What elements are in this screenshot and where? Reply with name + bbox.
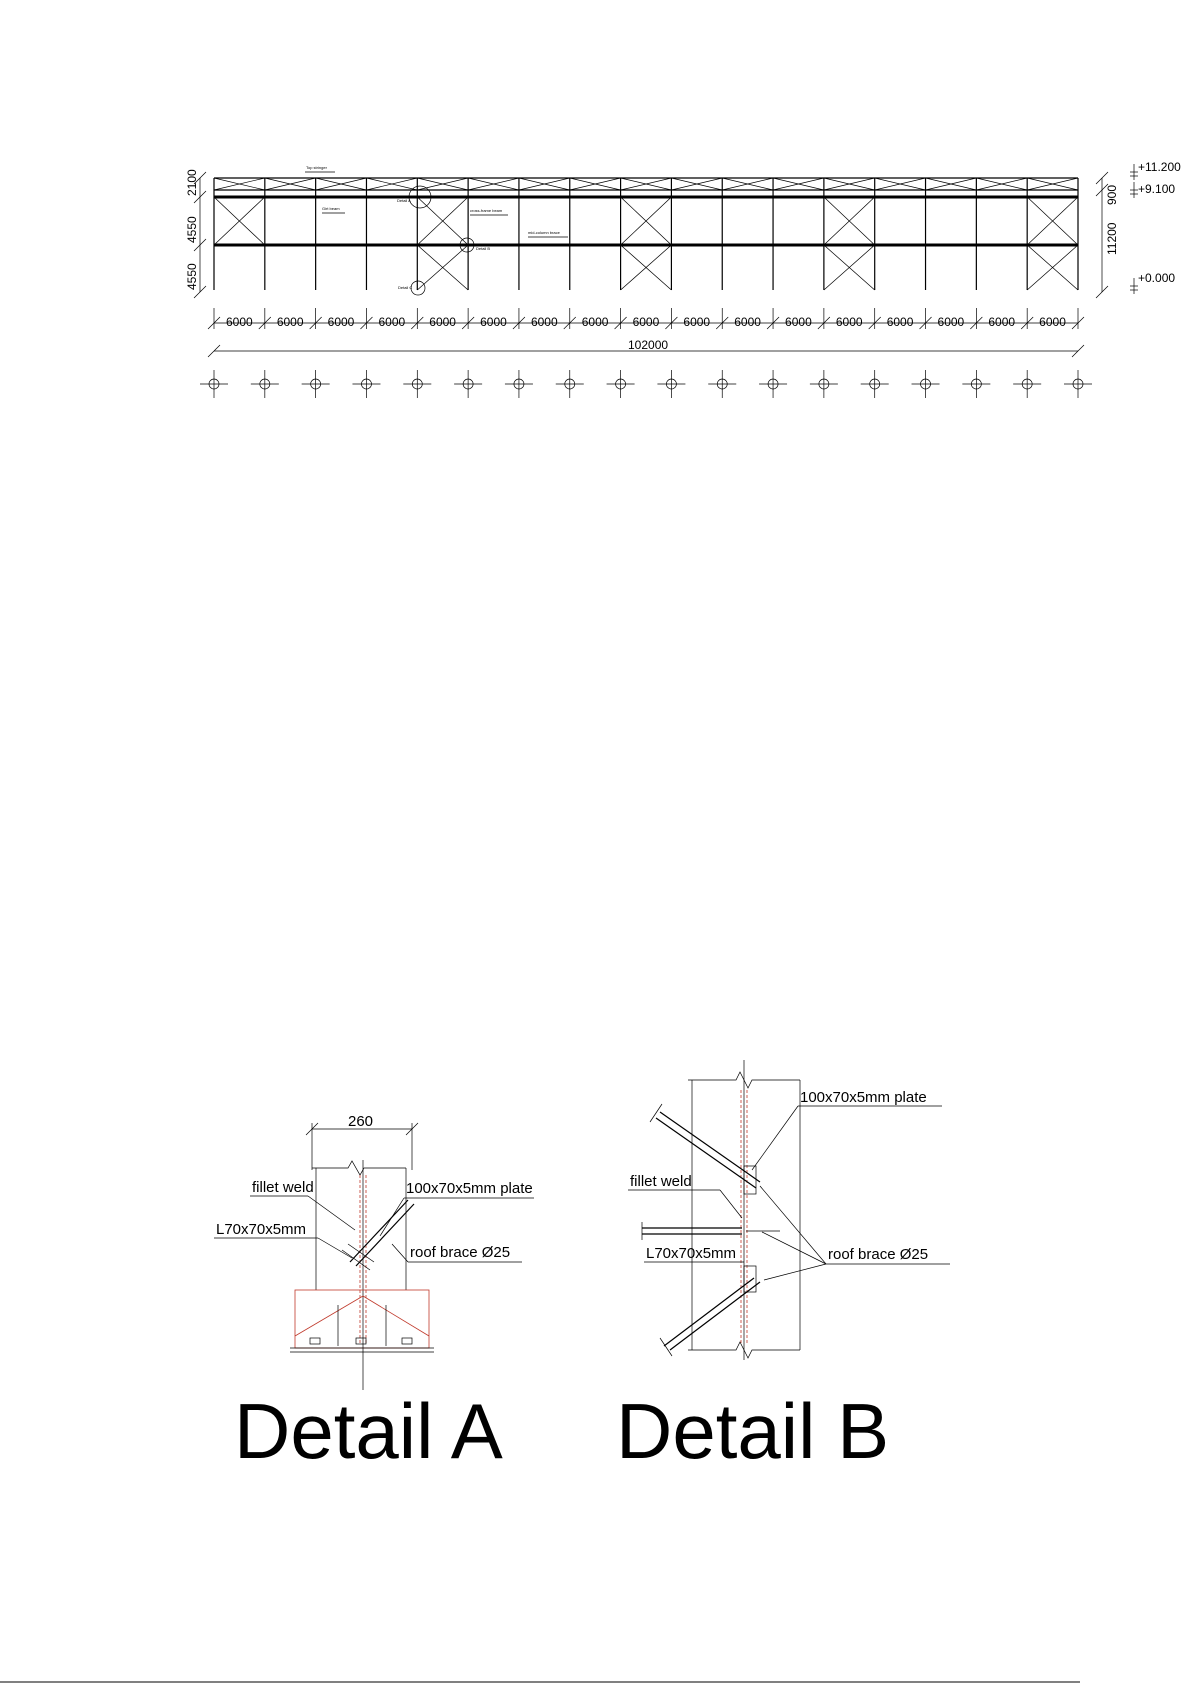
top-cross-brace — [772, 177, 824, 191]
grid-bubble — [767, 378, 779, 390]
bay-dim-label: 6000 — [429, 315, 456, 329]
detail-b-angle: L70x70x5mm — [646, 1245, 736, 1262]
elevation-annotations: Top stringer Girt beam cross-frame beam … — [305, 165, 568, 296]
bay-dim-label: 6000 — [633, 315, 660, 329]
dim-left-4550-a: 4550 — [185, 216, 199, 243]
detail-b-fillet-weld: fillet weld — [630, 1173, 692, 1190]
grid-bubble — [869, 378, 881, 390]
grid-bubble — [716, 378, 728, 390]
bay-dim-label: 6000 — [277, 315, 304, 329]
right-dimensions: 900 11200 +11.200 +9.100 +0.000 — [1095, 160, 1181, 299]
note-top-stringer: Top stringer — [306, 165, 328, 170]
bay-dimensions: 6000 6000 6000 6000 6000 6000 6000 6000 6000 6000… — [207, 308, 1085, 358]
detail-a-angle: L70x70x5mm — [216, 1221, 306, 1238]
detail-a-title: Detail A — [234, 1387, 503, 1475]
cross-brace — [1026, 244, 1079, 291]
level-11200: +11.200 — [1138, 160, 1181, 174]
grid-bubble — [971, 378, 982, 390]
detail-c-callout: Detail C — [398, 285, 412, 290]
top-cross-brace — [264, 177, 316, 191]
cross-brace — [620, 196, 672, 246]
bay-dim-label: 6000 — [683, 315, 710, 329]
detail-b-plate: 100x70x5mm plate — [800, 1089, 927, 1106]
top-cross-brace — [213, 177, 265, 191]
top-cross-brace — [1027, 177, 1079, 191]
grid-bubble — [1072, 378, 1084, 390]
bay-dim-label: 6000 — [378, 315, 405, 329]
note-mid-column-brace: mid-column brace — [528, 230, 561, 235]
cross-brace — [417, 244, 469, 291]
bay-dim-label: 6000 — [1039, 315, 1066, 329]
grid-bubble — [615, 378, 626, 390]
grid-bubble — [513, 378, 525, 390]
bay-dim-label: 6000 — [988, 315, 1015, 329]
frame-elevation: Top stringer Girt beam cross-frame beam … — [185, 160, 1181, 398]
detail-b-callout: Detail B — [476, 246, 490, 251]
detail-a-drawing: 260 fillet weld L70x70x5mm — [214, 1113, 534, 1390]
grid-bubble — [310, 378, 321, 390]
grid-bubble — [920, 378, 931, 390]
grid-bubble — [666, 378, 677, 390]
top-cross-brace — [518, 177, 570, 191]
top-cross-brace — [620, 177, 672, 191]
dim-right-11200: 11200 — [1105, 222, 1119, 255]
cross-brace — [620, 244, 672, 291]
bay-dim-label: 6000 — [480, 315, 507, 329]
bay-dim-label: 6000 — [328, 315, 355, 329]
bay-dim-label: 6000 — [582, 315, 609, 329]
top-cross-brace — [823, 177, 875, 191]
bay-dim-label: 6000 — [887, 315, 914, 329]
top-cross-brace — [722, 177, 774, 191]
bay-dim-label: 6000 — [226, 315, 253, 329]
dim-left-2100: 2100 — [185, 169, 199, 196]
detail-a-callout: Detail A — [397, 198, 411, 203]
cross-brace — [823, 196, 875, 246]
left-dimensions: 2100 4550 4550 — [185, 169, 207, 299]
grid-bubble — [462, 378, 474, 390]
grid-bubble — [1021, 378, 1033, 390]
grid-bubble — [361, 378, 372, 390]
grid-bubble — [208, 378, 220, 390]
grid-bubble — [411, 378, 423, 390]
bay-dim-label: 6000 — [734, 315, 761, 329]
detail-b-brace: roof brace Ø25 — [828, 1246, 928, 1263]
bay-dim-label: 6000 — [785, 315, 812, 329]
top-cross-brace — [976, 177, 1028, 191]
top-cross-brace — [569, 177, 621, 191]
grid-markers — [200, 370, 1092, 398]
grid-bubble — [259, 378, 271, 390]
level-0000: +0.000 — [1138, 271, 1175, 285]
bay-dim-label: 6000 — [531, 315, 558, 329]
detail-a-dim-260: 260 — [348, 1113, 373, 1130]
top-cross-brace — [671, 177, 723, 191]
top-cross-brace — [315, 177, 367, 191]
top-cross-brace — [366, 177, 418, 191]
top-cross-brace — [874, 177, 926, 191]
level-9100: +9.100 — [1138, 182, 1175, 196]
note-cross-frame: cross-frame beam — [470, 208, 503, 213]
bay-dim-label: 6000 — [938, 315, 965, 329]
bay-dim-label: 6000 — [836, 315, 863, 329]
dim-total-length: 102000 — [628, 338, 668, 352]
cross-brace — [823, 244, 875, 291]
dim-left-4550-b: 4550 — [185, 263, 199, 290]
detail-b-drawing: 100x70x5mm plate fillet weld L70x70x5mm … — [628, 1060, 950, 1360]
cross-brace — [1026, 196, 1079, 246]
cross-brace — [213, 196, 266, 246]
grid-bubble — [818, 378, 830, 390]
cross-brace — [417, 196, 469, 246]
detail-a-fillet-weld: fillet weld — [252, 1179, 314, 1196]
detail-a-brace: roof brace Ø25 — [410, 1244, 510, 1261]
note-girt-beam: Girt beam — [322, 206, 340, 211]
dim-right-900: 900 — [1105, 185, 1119, 205]
detail-b-title: Detail B — [616, 1387, 889, 1475]
top-cross-brace — [468, 177, 520, 191]
top-cross-brace — [925, 177, 977, 191]
grid-bubble — [564, 378, 576, 390]
detail-a-plate: 100x70x5mm plate — [406, 1180, 533, 1197]
